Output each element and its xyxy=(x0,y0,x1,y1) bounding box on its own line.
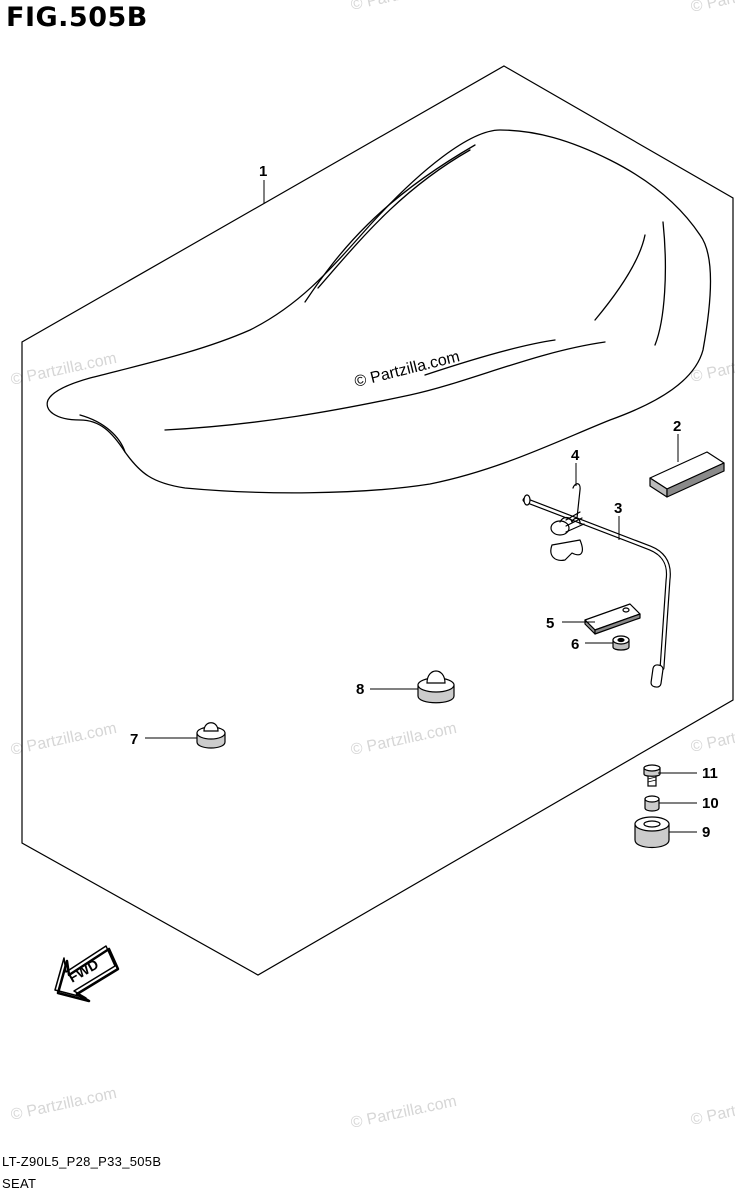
callout-5: 5 xyxy=(546,615,554,632)
figure-code: LT-Z90L5_P28_P33_505B xyxy=(2,1154,162,1169)
assembly-boundary xyxy=(21,65,734,976)
watermark: © Partzilla.com xyxy=(9,350,118,389)
forward-arrow: FWD xyxy=(54,945,120,1003)
bushing-part xyxy=(634,816,670,849)
leader-lines xyxy=(145,180,697,833)
figure-title: FIG.505B xyxy=(6,2,148,33)
watermark: © Partzilla.com xyxy=(689,1090,735,1129)
pad-part xyxy=(649,451,725,498)
seat-part xyxy=(46,129,712,494)
watermark: © Partzilla.com xyxy=(9,1085,118,1124)
figure-name: SEAT xyxy=(2,1176,37,1191)
watermark: © Partzilla.com xyxy=(349,0,458,14)
nut-part xyxy=(612,635,630,651)
callout-6: 6 xyxy=(571,636,579,653)
plate-part xyxy=(584,603,641,635)
callout-9: 9 xyxy=(702,824,710,841)
watermark: © Partzilla.com xyxy=(9,720,118,759)
watermark: © Partzilla.com xyxy=(349,1093,458,1132)
bolt-part xyxy=(643,764,661,787)
callout-11: 11 xyxy=(702,765,718,782)
watermark: © Partzilla.com xyxy=(689,0,735,16)
collar-part xyxy=(644,795,660,812)
rod-part xyxy=(522,494,671,688)
callout-numbers: 1 2 3 4 5 6 7 8 9 10 11 xyxy=(130,163,719,841)
callout-3: 3 xyxy=(614,500,622,517)
callout-1: 1 xyxy=(259,163,267,180)
latch-spring-part xyxy=(550,483,585,561)
background-watermarks: © Partzilla.com © Partzilla.com © Partzi… xyxy=(9,0,735,1132)
callout-4: 4 xyxy=(571,447,580,464)
watermark: © Partzilla.com xyxy=(689,717,735,756)
callout-8: 8 xyxy=(356,681,364,698)
watermark: © Partzilla.com xyxy=(349,720,458,759)
callout-2: 2 xyxy=(673,418,681,435)
callout-7: 7 xyxy=(130,731,138,748)
cushion-part-7 xyxy=(196,722,226,749)
callout-10: 10 xyxy=(702,795,719,812)
cushion-part-8 xyxy=(417,670,455,704)
seat-watermark: © Partzilla.com xyxy=(353,348,462,391)
